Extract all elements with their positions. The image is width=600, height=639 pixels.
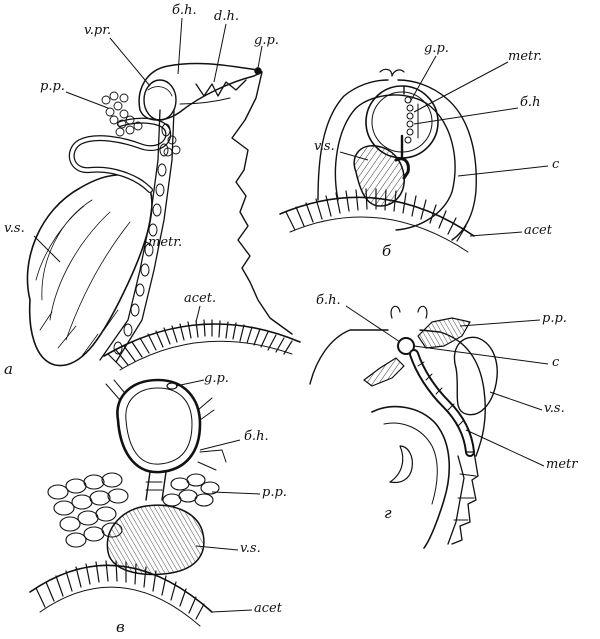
panel-b-label-metr: metr.: [508, 49, 543, 64]
panel-b-label-c: c: [552, 157, 560, 172]
panel-a-duct-folds: [195, 79, 247, 97]
panel-b-letter: б: [382, 242, 392, 260]
panel-d-label-bh: б.h.: [316, 293, 341, 308]
panel-c-label-pp: p.p.: [262, 485, 287, 500]
panel-a-label-dh: d.h.: [214, 9, 239, 24]
panel-d-label-c: c: [552, 355, 560, 370]
panel-a-prostatic-vesicle: [143, 79, 177, 121]
panel-c-label-vs: v.s.: [240, 541, 261, 556]
panel-c-label-gp: g.p.: [204, 371, 229, 386]
panel-c-label-acet: acet: [254, 601, 282, 616]
panel-d-label-pp: p.p.: [542, 311, 567, 326]
panel-d-acetabulum: [371, 405, 451, 549]
panel-a-label-vpr: v.pr.: [84, 23, 112, 38]
panel-d-seminal-vesicle: [453, 336, 498, 416]
panel-b-label-bh: б.h: [520, 95, 541, 110]
panel-b-label-gp: g.p.: [424, 41, 449, 56]
panel-c-prostatic-cells: [47, 472, 220, 548]
panel-d-label-metr: metr: [546, 457, 578, 472]
panel-c-acetabulum: [29, 564, 213, 613]
panel-a-label-pp: p.p.: [40, 79, 65, 94]
panel-c-label-bh: б.h.: [244, 429, 269, 444]
panel-a-drawing: [26, 62, 301, 371]
panel-b-drawing: [279, 68, 477, 253]
panel-d-letter: г: [384, 504, 392, 522]
panel-a-letter: a: [4, 360, 13, 378]
panel-b-acetabulum: [279, 196, 475, 237]
panel-b-body-outline: [317, 79, 477, 241]
panel-b-label-vs: v.s.: [314, 139, 335, 154]
panel-a-label-gp: g.p.: [254, 33, 279, 48]
panel-d-metraterm: [447, 451, 479, 545]
panel-a-body-outline: [231, 71, 293, 335]
panel-c-atrium: [116, 378, 202, 474]
panel-c-drawing: [29, 378, 227, 627]
panel-c-letter: в: [116, 618, 125, 636]
panel-d-label-vs: v.s.: [544, 401, 565, 416]
panel-a-label-bh: б.h.: [172, 3, 197, 18]
panel-b-cirrus-sac: [334, 94, 456, 231]
panel-a-label-metr: metr.: [148, 235, 183, 250]
panel-b-label-acet: acet: [524, 223, 552, 238]
panel-a-label-acet: acet.: [184, 291, 217, 306]
panel-a-prostatic-cells: [101, 91, 181, 157]
panel-a-label-vs: v.s.: [4, 221, 25, 236]
